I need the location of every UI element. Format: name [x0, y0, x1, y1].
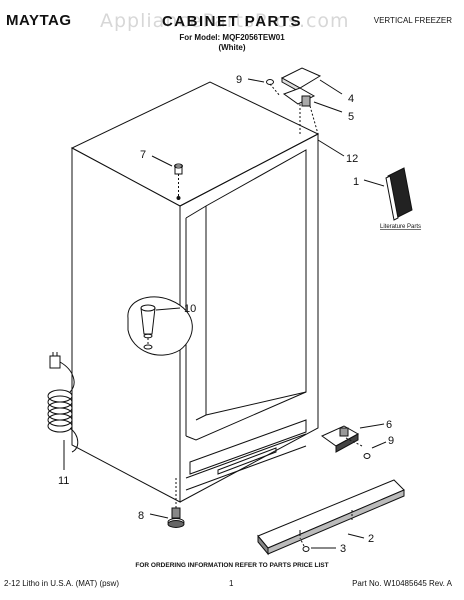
leveling-leg-part-8: [167, 478, 185, 528]
callout-2: 2: [368, 533, 374, 545]
page-number: 1: [229, 579, 234, 588]
callout-10: 10: [184, 303, 196, 315]
literature-part-1: [385, 167, 413, 221]
literature-label: Literature Parts: [380, 224, 421, 230]
screw-part-9-bottom: [345, 437, 371, 459]
callout-6: 6: [386, 419, 392, 431]
kickplate-part-2: [257, 479, 405, 556]
callout-4: 4: [348, 93, 354, 105]
category-label: VERTICAL FREEZER: [373, 16, 452, 25]
callout-12: 12: [346, 153, 358, 165]
callout-1: 1: [353, 176, 359, 188]
watermark: AppliancePartsPros.com: [100, 10, 350, 32]
callout-9-top: 9: [236, 74, 242, 86]
footer-litho: 2-12 Litho in U.S.A. (MAT) (psw): [4, 579, 119, 588]
power-cord-part-11: [47, 352, 79, 453]
callout-11: 11: [58, 475, 69, 487]
brand-logo: MAYTAG: [6, 12, 72, 29]
callout-3: 3: [340, 543, 346, 555]
screw-part-9-top: [266, 79, 281, 97]
model-line: For Model: MQF2056TEW01: [179, 33, 285, 42]
cabinet-front-rim: [179, 133, 319, 503]
screw-part-3: [299, 537, 310, 552]
side-indent: [127, 296, 193, 356]
callout-5: 5: [348, 111, 354, 123]
ordering-note: FOR ORDERING INFORMATION REFER TO PARTS …: [135, 562, 329, 569]
bottom-hinge-part-6: [321, 425, 360, 453]
plug-part-10: [140, 304, 156, 350]
color-line: (White): [218, 43, 246, 52]
screw-part-7: [174, 163, 183, 200]
callout-9-bottom: 9: [388, 435, 394, 447]
hinge-part-5: [282, 87, 319, 135]
page-title: CABINET PARTS: [161, 13, 303, 30]
part-number: Part No. W10485645 Rev. A: [352, 579, 452, 588]
grille-slot: [217, 447, 277, 475]
lower-trim: [189, 419, 307, 475]
callout-7: 7: [140, 149, 146, 161]
callout-8: 8: [138, 510, 144, 522]
cabinet-interior-edge: [185, 149, 307, 441]
